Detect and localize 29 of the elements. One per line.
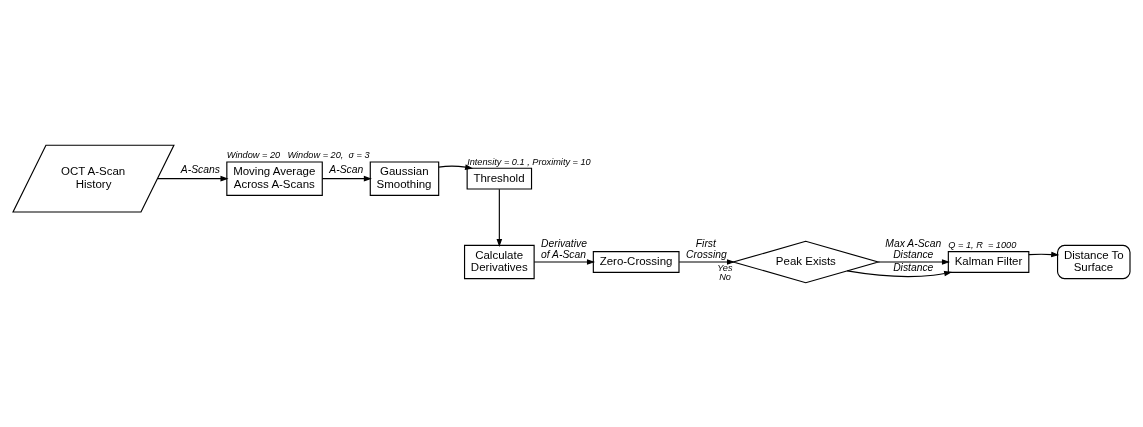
node-box: Gaussian Smoothing	[369, 160, 440, 196]
node-label: Window = 20	[226, 149, 281, 160]
node-label: Window = 20, σ = 3	[287, 149, 370, 160]
edge-label: A-Scan	[329, 163, 364, 175]
node-diamond: Peak Exists	[731, 240, 881, 283]
arrow	[846, 269, 953, 277]
node-box: Threshold	[466, 167, 533, 190]
node-box: Calculate Derivatives	[464, 244, 535, 279]
node-label: Q = 1, R = 1000	[948, 239, 1017, 250]
edge-label: A-Scans	[180, 163, 220, 175]
node-label: No	[719, 271, 731, 282]
node-box: Distance To Surface	[1057, 244, 1131, 279]
arrow	[533, 258, 595, 265]
arrow	[678, 258, 735, 265]
arrow	[496, 188, 503, 247]
edge-label: Derivative of A-Scan	[541, 237, 587, 260]
node-box: Zero-Crossing	[592, 250, 680, 273]
arrow	[438, 163, 474, 170]
arrow	[1028, 251, 1060, 257]
node-label: Yes	[717, 262, 733, 273]
edge-label: Distance	[893, 261, 934, 273]
node-box: Moving Average Across A-Scans	[226, 160, 323, 196]
node-label: Intensity = 0.1 , Proximity = 10	[467, 156, 591, 167]
arrow	[157, 175, 229, 181]
edge-label: Max A-Scan Distance	[885, 237, 942, 260]
arrow	[321, 175, 372, 181]
node-box: Kalman Filter	[947, 250, 1030, 273]
edge-label: First Crossing	[686, 237, 727, 260]
arrow	[877, 258, 950, 265]
